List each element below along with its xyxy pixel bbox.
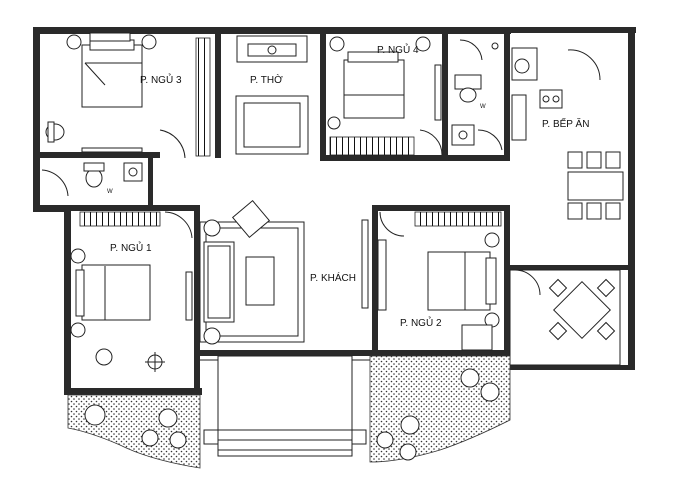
wc-lower: [41, 162, 143, 197]
room-label-bed4: P. NGỦ 4: [377, 43, 419, 56]
room-label-bed2: P. NGỦ 2: [400, 316, 442, 329]
room-label-kitchen: P. BẾP ĂN: [542, 117, 589, 130]
room-label-shrine: P. THỜ: [250, 73, 283, 86]
room-label-wc1: W: [107, 189, 113, 195]
room-label-living: P. KHÁCH: [310, 271, 356, 284]
room-label-bed1: P. NGỦ 1: [110, 241, 152, 254]
entry-steps: [203, 355, 367, 457]
bedroom-3: [45, 32, 211, 159]
wc-upper: [451, 39, 503, 151]
shrine-room: [235, 35, 309, 155]
front-garden: [67, 355, 511, 469]
bedroom-1: [70, 211, 193, 372]
walls: [33, 27, 636, 395]
bedroom-4: [327, 36, 443, 156]
room-label-bed3: P. NGỦ 3: [140, 73, 182, 86]
bedroom-2: [379, 211, 502, 351]
kitchen-dining: [509, 47, 624, 366]
room-label-wc2: W: [480, 104, 486, 110]
